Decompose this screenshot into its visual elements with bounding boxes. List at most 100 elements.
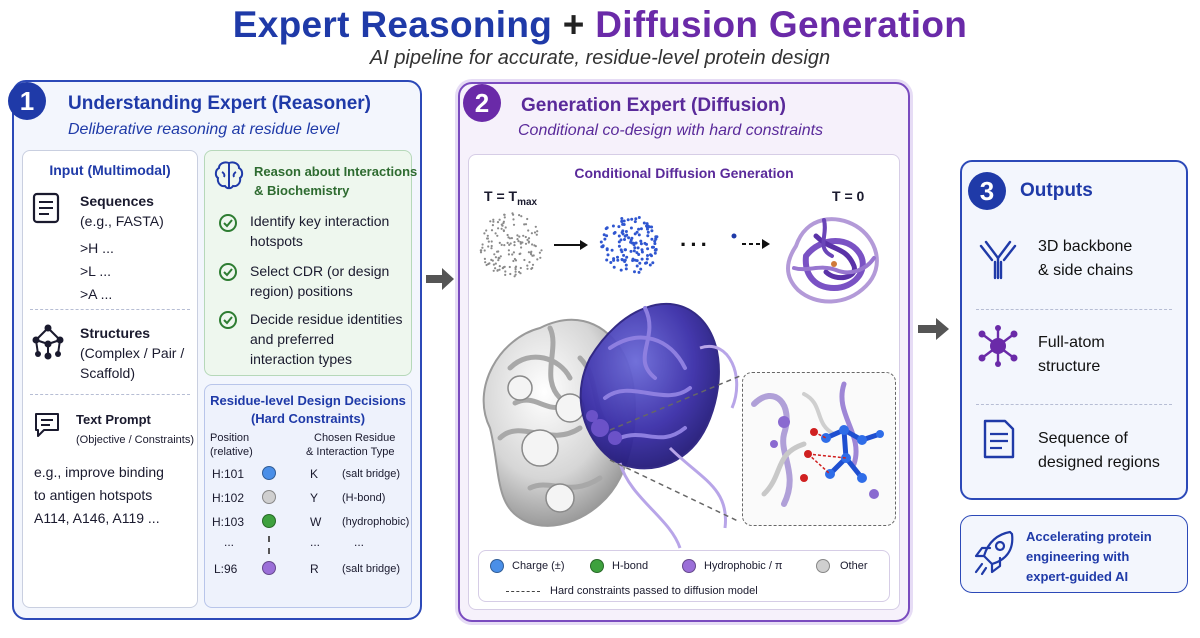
noise-point xyxy=(639,239,643,243)
noise-point xyxy=(500,223,503,226)
network-structure-icon xyxy=(32,324,64,360)
noise-point xyxy=(489,220,492,223)
input-divider-1 xyxy=(30,309,190,310)
row1-position: H:101 xyxy=(212,467,245,481)
t-max-label: T = Tmax xyxy=(484,188,538,208)
noise-point xyxy=(624,263,628,267)
noise-cloud-gray xyxy=(479,212,543,278)
noise-point xyxy=(494,267,497,270)
noise-point xyxy=(523,223,526,226)
callout-line-3: expert-guided AI xyxy=(1026,569,1129,584)
noise-point xyxy=(610,248,614,252)
noise-point xyxy=(504,226,507,229)
noise-point xyxy=(514,259,518,262)
noise-point xyxy=(616,258,620,262)
noise-point xyxy=(526,238,529,241)
diffusion-ellipsis: ··· xyxy=(680,232,711,257)
diffusion-arrow-2 xyxy=(731,233,770,249)
noise-point xyxy=(533,231,537,234)
noise-point xyxy=(625,255,629,259)
noise-point xyxy=(512,223,516,226)
noise-point xyxy=(539,256,542,259)
noise-point xyxy=(510,237,513,240)
noise-point xyxy=(620,219,624,223)
noise-point xyxy=(638,261,642,265)
noise-point xyxy=(639,267,643,271)
noise-point xyxy=(535,233,538,236)
callout-line-1: Accelerating protein xyxy=(1026,529,1152,544)
noise-point xyxy=(483,249,486,252)
noise-point xyxy=(652,245,655,249)
noise-point xyxy=(653,242,657,246)
noise-point xyxy=(481,243,484,246)
noise-point xyxy=(519,266,522,270)
noise-point xyxy=(624,230,628,233)
noise-point xyxy=(605,258,609,262)
noise-point xyxy=(653,251,657,255)
noise-point xyxy=(631,259,635,262)
noise-point xyxy=(650,229,654,233)
noise-point xyxy=(512,213,515,216)
noise-point xyxy=(651,261,655,265)
noise-point xyxy=(643,241,647,245)
noise-point xyxy=(646,247,650,251)
noise-point xyxy=(646,227,649,231)
noise-point xyxy=(633,220,637,224)
noise-point xyxy=(536,258,539,261)
col-residue-subheader: & Interaction Type xyxy=(306,446,395,458)
legend-label-charge: Charge (±) xyxy=(512,560,565,572)
noise-point xyxy=(654,247,658,251)
panel2-title: Generation Expert (Diffusion) xyxy=(521,95,786,116)
noise-point xyxy=(484,261,487,264)
noise-point xyxy=(513,275,516,278)
reason-item-2-line-1: Select CDR (or design xyxy=(250,263,390,279)
noise-point xyxy=(617,225,621,229)
sequence-line-l: >L ... xyxy=(80,263,112,279)
noise-point xyxy=(512,259,515,263)
ellipsis-position: ... xyxy=(224,535,235,549)
reason-title-1: Reason about Interactions xyxy=(254,164,418,179)
output-2-line-2: structure xyxy=(1038,358,1101,375)
noise-point xyxy=(493,253,496,256)
panel3-title: Outputs xyxy=(1020,180,1093,201)
title-part1: Expert Reasoning xyxy=(232,4,553,45)
callout-box xyxy=(960,515,1188,593)
noise-point xyxy=(644,261,647,265)
check-circle-icon xyxy=(219,263,237,281)
noise-point xyxy=(500,243,503,246)
noise-point xyxy=(620,217,624,220)
reason-item-1-line-1: Identify key interaction xyxy=(250,213,390,229)
reason-item-3-line-3: interaction types xyxy=(250,351,352,367)
molecule-icon xyxy=(978,325,1018,367)
brain-icon xyxy=(214,161,244,190)
col-position-subheader: (relative) xyxy=(210,446,253,458)
noise-point xyxy=(527,237,531,240)
noise-point xyxy=(609,261,613,264)
structures-detail-2: Scaffold) xyxy=(80,365,135,381)
row3-dot xyxy=(262,514,276,528)
noise-point xyxy=(633,246,637,250)
row2-position: H:102 xyxy=(212,491,245,505)
ellipsis-residue: ... xyxy=(310,535,321,549)
noise-point xyxy=(619,248,623,252)
noise-point xyxy=(622,253,626,257)
check-circle-icon xyxy=(219,311,237,329)
noise-point xyxy=(599,240,603,244)
structures-label: Structures xyxy=(80,325,151,341)
noise-point xyxy=(479,249,482,252)
noise-cloud-blue xyxy=(599,216,659,274)
legend-dashed-line xyxy=(506,591,540,592)
noise-point xyxy=(646,254,649,257)
noise-point xyxy=(637,216,641,219)
prompt-example-3: A114, A146, A119 ... xyxy=(34,510,160,526)
callout-line-2: engineering with xyxy=(1026,549,1130,564)
noise-point xyxy=(491,259,494,262)
decisions-title-2: (Hard Constraints) xyxy=(250,411,366,426)
legend-label-hydrophobic: Hydrophobic / π xyxy=(704,560,783,572)
input-title: Input (Multimodal) xyxy=(49,162,171,178)
flow-arrow-2-to-3 xyxy=(918,318,949,340)
noise-point xyxy=(508,265,511,269)
reason-item-2-line-2: region) positions xyxy=(250,283,353,299)
noise-point xyxy=(645,257,649,261)
noise-point xyxy=(527,251,530,254)
